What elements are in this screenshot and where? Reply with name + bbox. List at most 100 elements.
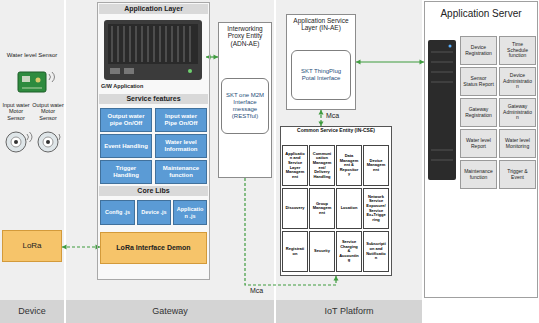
server-function-box: Water level Monitoring [499,129,536,158]
interface-label: Mca [325,112,340,120]
box-text: Time Schedule function [500,41,535,60]
box-text: Device Registration [461,44,496,58]
motor-sensor-images [6,132,60,152]
box-text: Device Management [364,158,388,174]
cse-function-box: Network Service Exposure/Service Ex+Trig… [363,188,389,229]
server-function-box: Trigger & Event [499,160,536,189]
box-text: Location [339,205,360,212]
box-text: Trigger Handling [101,164,151,180]
heading-text: Service features [99,94,208,104]
server-function-box: Water level Report [460,129,497,158]
server-function-box: Gateway Administration [499,98,536,127]
heading-text: Interworking Proxy Entity (ADN-AE) [220,25,270,47]
gateway-panel: Application LayerService featuresCore Li… [97,2,210,280]
interface-box: SKT one M2M Interface message (RESTful) [221,78,269,134]
cse-function-box: Subscription and Notification [363,231,389,272]
box-text: Security [312,248,332,255]
arrowhead [319,110,324,115]
box-text: LoRa Interface Demon [114,243,192,253]
box-text: Network Service Exposure/Service Ex+Trig… [364,194,388,224]
service-feature-box: Input water Pipe On/Off [155,108,207,132]
service-feature-box: Trigger Handling [100,160,152,184]
cse-function-box: Security [309,231,335,272]
box-text: Device .js [139,208,168,216]
connector-line [356,61,424,62]
box-text: Device Administration [500,72,535,91]
heading-text: Application Layer [99,4,208,14]
box-text: Output water pipe On/Off [101,112,151,128]
cse-function-box: Discovery [282,188,308,229]
column-grounds [0,0,538,300]
box-text: Group Management [310,201,334,217]
connector [356,60,424,65]
heading-text: Application Service Layer (IN-AE) [288,17,354,32]
arrowhead [62,245,67,250]
cse-function-box: Application and Service Layer Management [282,145,308,186]
server-function-box: Sensor Status Report [460,67,497,96]
box-text: Water level Monitoring [500,137,535,151]
tier-bar: IoT Platform [276,300,422,323]
dashed-connector [319,110,324,126]
server-function-box: Time Schedule function [499,36,536,65]
service-feature-box: Output water pipe On/Off [100,108,152,132]
cse-function-box: Location [336,188,362,229]
box-text: Communication Management/ Delivery Handl… [310,151,334,181]
box-text: LoRa [20,240,43,251]
cse-function-box: Service Charging & Accounting [336,231,362,272]
proxy-entity-box: Interworking Proxy Entity (ADN-AE) SKT on… [218,22,272,178]
box-text: Gateway Registration [461,106,496,120]
box-text: Water level Information [156,138,206,154]
tier-bar: Device [0,300,64,323]
connector-line [62,246,100,247]
heading-text: G/W Application [101,83,171,89]
sensor-label: Water level Sensor [3,52,61,59]
box-text: Gateway Administration [500,103,535,122]
heading-text: Application Server [426,8,536,20]
box-text: Config .js [103,208,132,216]
box-text: Registration [283,246,307,257]
core-lib-box: Device .js [137,200,171,225]
box-text: Application and Service Layer Management [283,151,307,181]
core-lib-box: Config .js [100,200,135,225]
box-text: Maintenance function [461,168,496,182]
server-image [428,40,456,180]
box-text: Sensor Status Report [461,75,496,89]
box-text: Input water Pipe On/Off [156,112,206,128]
box-text: Data Management & Repository [337,153,361,178]
box-text: IoT Platform [323,305,376,317]
interface-label: Mca [249,287,264,295]
cse-function-box: Data Management & Repository [336,145,362,186]
box-text: SKT one M2M Interface message (RESTful) [222,91,268,121]
gateway-device-box: G/W Application [100,17,206,92]
service-feature-box: Maintenance function [155,160,207,184]
cse-function-box: Group Management [309,188,335,229]
service-layer-box: Application Service Layer (IN-AE) SKT Thi… [286,14,356,110]
server-function-box: Maintenance function [460,160,497,189]
heading-text: Core Libs [99,186,208,196]
box-text: Maintenance function [156,164,206,180]
box-text: Event Handling [102,142,150,151]
server-function-box: Gateway Registration [460,98,497,127]
sensor-label: Input water Motor Sensor [0,102,32,121]
water-level-sensor-image [18,72,55,92]
arrowhead [334,276,339,281]
cse-box: Common Service Entity (IN-CSE) Applicatio… [280,126,392,276]
lora-interface-box: LoRa Interface Demon [100,232,207,264]
box-text: Subscription and Notification [364,241,388,261]
arrowhead [356,60,361,65]
box-text: Gateway [150,305,190,317]
tier-bar: Gateway [66,300,274,323]
box-text: Application .js [174,205,206,220]
gateway-device-image [104,20,202,80]
dashed-connector [245,178,339,285]
heading-text: Common Service Entity (IN-CSE) [282,128,390,134]
dashed-connector [62,245,100,250]
application-server-panel: Application ServerDevice Registration Tim… [424,1,538,298]
interface-box: SKT ThingPlug Potal Interface [291,50,351,100]
sensor-label: Output water Motor Sensor [32,102,64,121]
cse-function-box: Registration [282,231,308,272]
core-lib-box: Application .js [173,200,207,225]
connector-line [245,178,336,285]
service-feature-box: Water level Information [155,134,207,158]
